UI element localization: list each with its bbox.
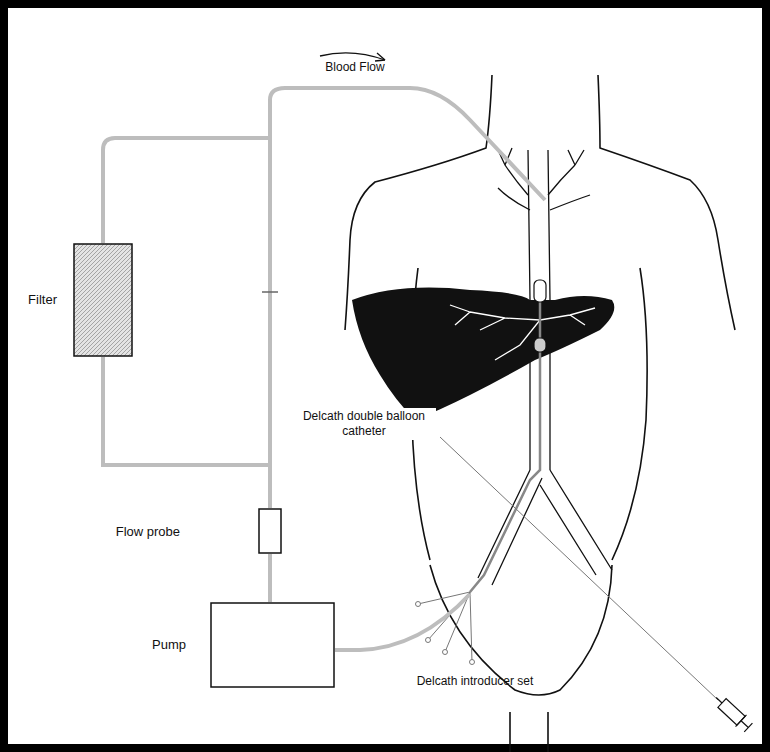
box-outline — [73, 243, 133, 357]
liver-vessels — [450, 305, 595, 360]
balloon — [534, 280, 546, 302]
tubing — [103, 88, 545, 650]
box-outline — [258, 508, 282, 554]
node-label: Flow probe — [116, 524, 180, 540]
tube-connector — [103, 357, 270, 508]
filter-box: Filter — [73, 243, 133, 357]
box-outline — [210, 602, 335, 688]
callout-label: Blood Flow — [300, 60, 410, 75]
syringe — [711, 692, 754, 734]
flow-probe-box: Flow probe — [258, 508, 282, 554]
tube-connector — [270, 554, 271, 602]
pump-box: Pump — [210, 602, 335, 688]
clamp — [262, 291, 278, 293]
node-label: Pump — [152, 637, 186, 653]
flow-arrow — [320, 53, 385, 60]
catheter — [470, 285, 540, 592]
liver — [352, 288, 614, 420]
node-label: Filter — [28, 292, 57, 308]
callout-label: Delcath double balloon catheter — [292, 408, 436, 440]
leader-line — [440, 437, 718, 700]
flow-arrow-head — [375, 53, 385, 61]
balloon — [534, 338, 546, 352]
callout-label: Delcath introducer set — [415, 674, 535, 689]
